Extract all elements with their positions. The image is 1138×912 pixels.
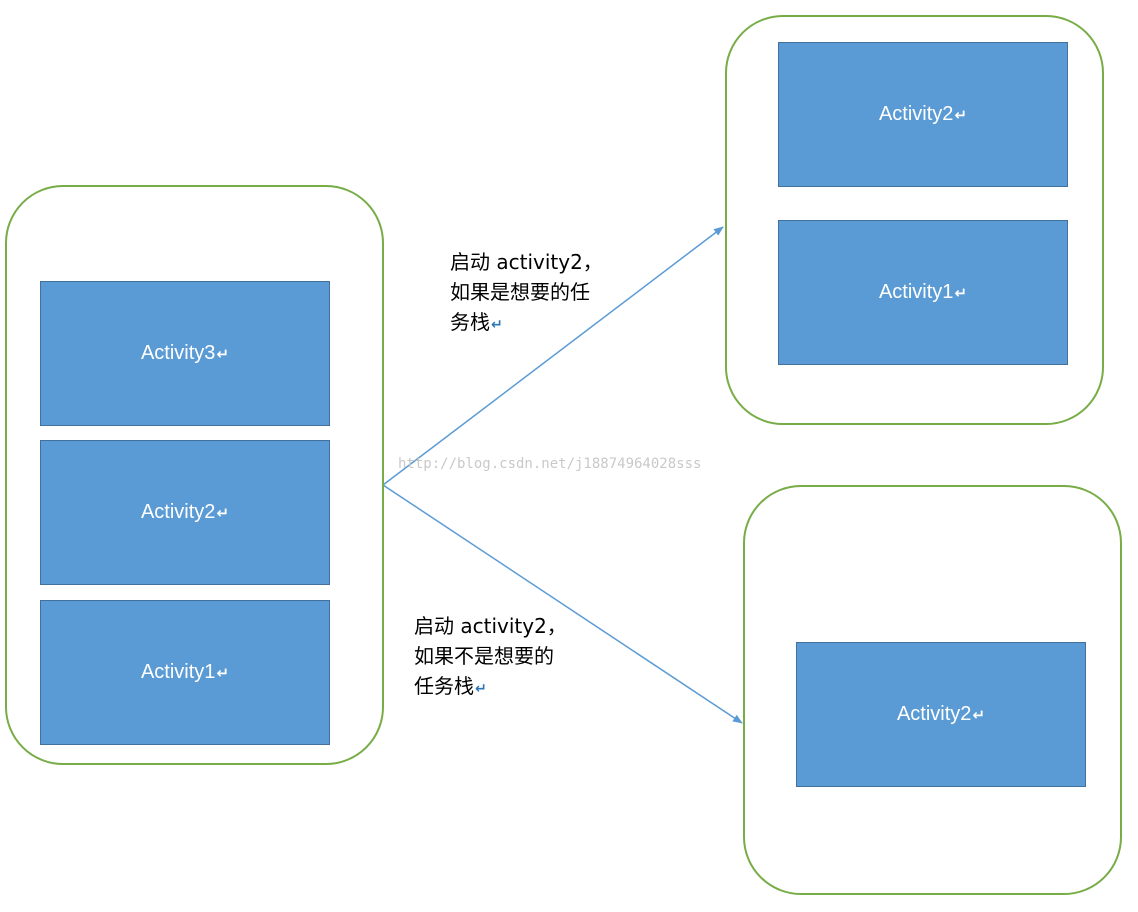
watermark: http://blog.csdn.net/j18874964028sss	[398, 456, 702, 472]
activity-box-3: Activity3↵	[40, 281, 330, 426]
activity-label: Activity3	[140, 342, 216, 364]
activity-label: Activity2	[896, 703, 972, 725]
activity-box-1: Activity1↵	[40, 600, 330, 745]
activity-label: Activity2	[878, 103, 954, 125]
activity-box-2: Activity2↵	[40, 440, 330, 585]
label-line: 任务栈	[414, 674, 474, 698]
activity-box-1: Activity1↵	[778, 220, 1068, 365]
desired-stack-label: 启动 activity2， 如果是想要的任 务栈↵	[450, 247, 603, 340]
paragraph-mark-icon: ↵	[216, 664, 230, 682]
other-stack-label: 启动 activity2， 如果不是想要的 任务栈↵	[414, 611, 567, 704]
arrow-to-other-stack	[382, 484, 743, 724]
paragraph-mark-icon: ↵	[954, 284, 968, 302]
paragraph-mark-icon: ↵	[972, 706, 986, 724]
label-line: 如果不是想要的	[414, 644, 554, 668]
paragraph-mark-icon: ↵	[216, 504, 230, 522]
activity-box-2: Activity2↵	[796, 642, 1086, 787]
label-line: 如果是想要的任	[450, 280, 590, 304]
paragraph-mark-icon: ↵	[954, 106, 968, 124]
activity-box-2: Activity2↵	[778, 42, 1068, 187]
label-line: 务栈	[450, 310, 490, 334]
activity-label: Activity1	[878, 281, 954, 303]
label-line: 启动 activity2，	[414, 614, 567, 638]
label-line: 启动 activity2，	[450, 250, 603, 274]
activity-label: Activity2	[140, 501, 216, 523]
arrow-to-desired-stack	[382, 226, 724, 486]
activity-label: Activity1	[140, 661, 216, 683]
paragraph-mark-icon: ↵	[216, 345, 230, 363]
paragraph-mark-icon: ↵	[491, 317, 503, 333]
paragraph-mark-icon: ↵	[475, 681, 487, 697]
